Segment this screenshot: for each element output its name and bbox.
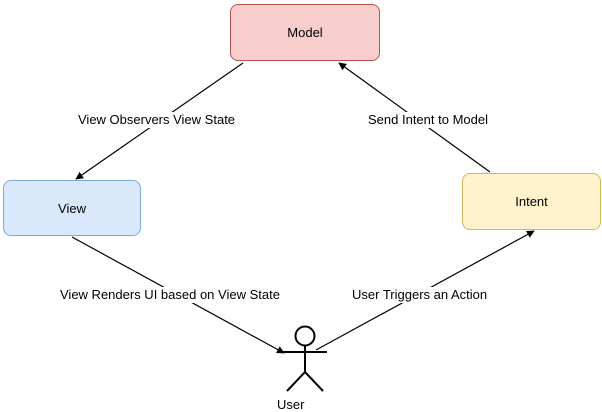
actor-leg-left-line (286, 371, 306, 392)
node-intent[interactable]: Intent (462, 173, 601, 230)
node-intent-label: Intent (515, 194, 548, 209)
actor-user-label: User (277, 397, 305, 412)
actor-head-icon (294, 325, 316, 347)
edge-label-intent-to-model: Send Intent to Model (366, 112, 490, 129)
edge-label-view-to-user: View Renders UI based on View State (58, 287, 282, 304)
edge-label-user-to-intent: User Triggers an Action (350, 287, 490, 304)
actor-user-figure[interactable] (275, 325, 335, 397)
node-view[interactable]: View (3, 180, 141, 236)
edge-label-model-to-view: View Observers View State (76, 112, 238, 129)
node-view-label: View (58, 200, 86, 216)
node-model[interactable]: Model (230, 4, 380, 61)
actor-leg-right-line (304, 371, 324, 392)
node-model-label: Model (287, 25, 323, 40)
